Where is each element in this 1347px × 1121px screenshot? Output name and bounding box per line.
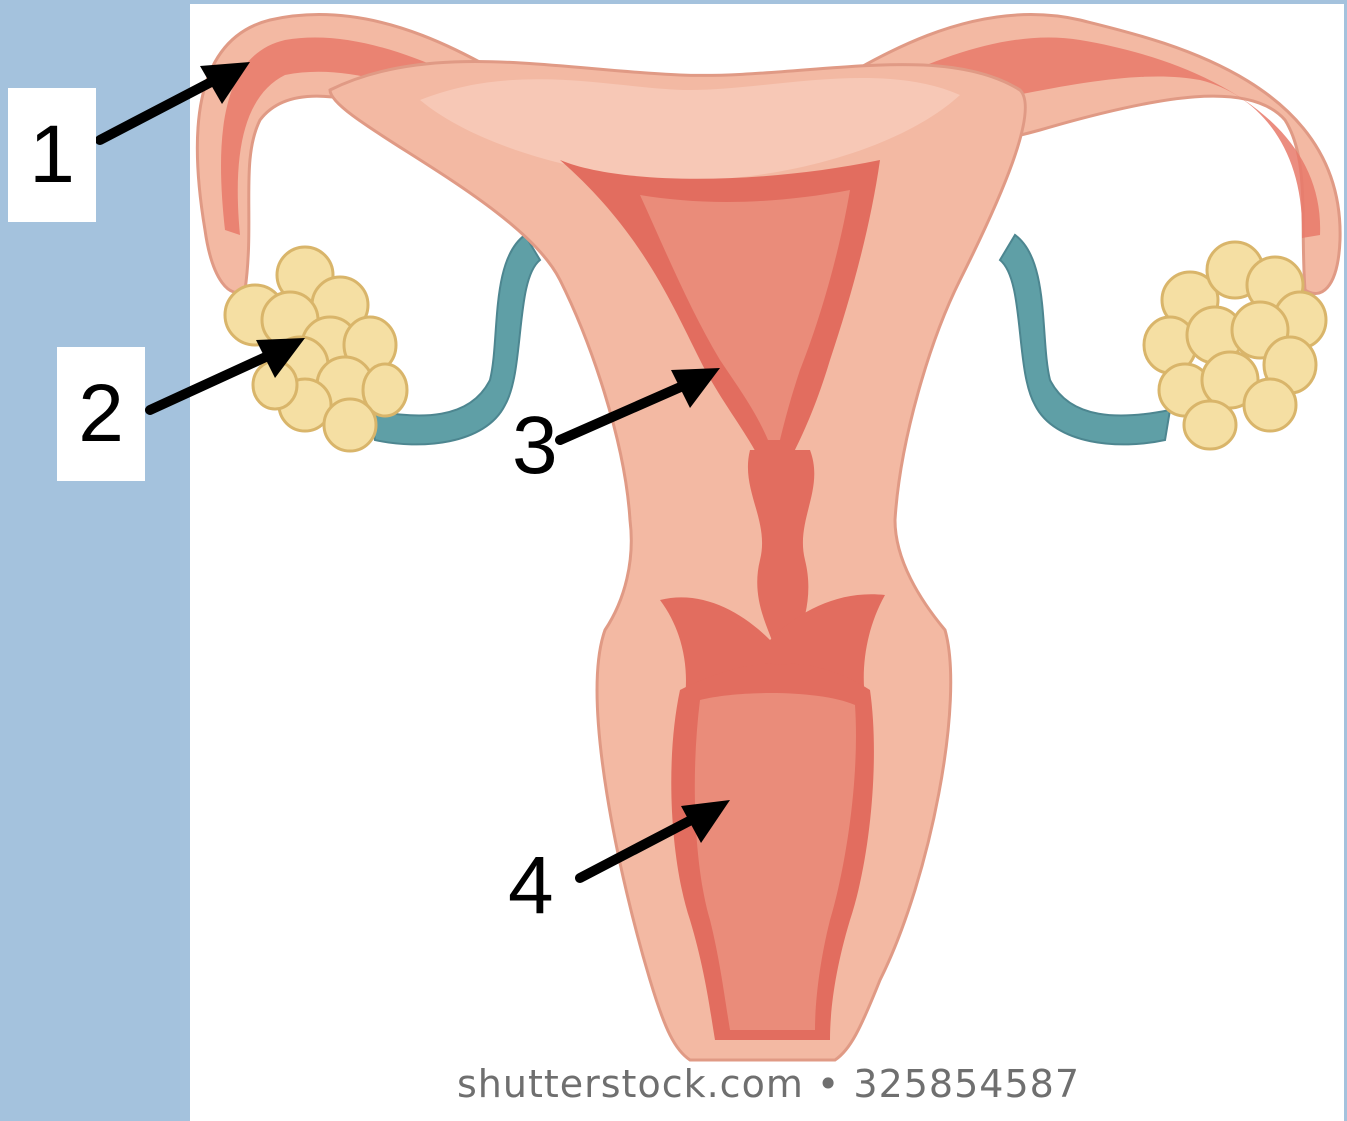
label-3: 3	[512, 405, 558, 487]
label-4: 4	[508, 845, 554, 927]
label-3-text: 3	[512, 400, 558, 491]
label-2: 2	[57, 347, 145, 481]
right-ovary	[1144, 242, 1326, 449]
label-1-text: 1	[29, 114, 75, 196]
label-2-text: 2	[78, 373, 124, 455]
label-4-text: 4	[508, 840, 554, 931]
label-1: 1	[8, 88, 96, 222]
watermark-text: shutterstock.com • 325854587	[0, 1062, 1347, 1106]
